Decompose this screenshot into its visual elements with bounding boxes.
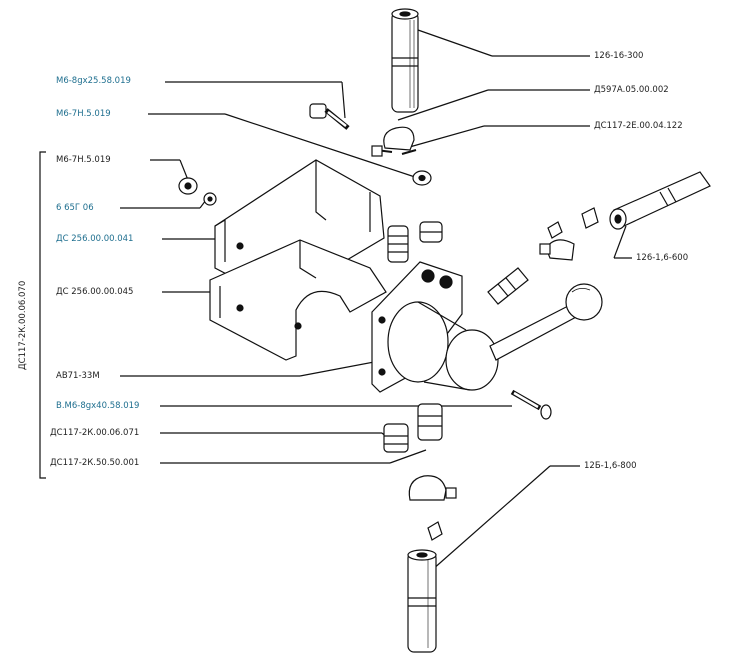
handle-lever (489, 283, 603, 361)
label-bm6-8gx40[interactable]: В.М6-8gх40.58.019 (56, 401, 140, 411)
label-m6-7h-top[interactable]: М6-7Н.5.019 (56, 109, 111, 119)
label-126-16-300: 126-16-300 (594, 51, 644, 61)
label-av71-33m: АВ71-33М (56, 371, 100, 381)
fitting-2 (487, 267, 529, 305)
fitting-1 (387, 225, 409, 263)
label-6-65g-06[interactable]: 6 65Г 06 (56, 203, 94, 213)
label-ds117-001: ДС117-2К.50.50.001 (50, 458, 140, 468)
clamp-right (539, 239, 575, 261)
valve-body (371, 261, 499, 393)
hose-bottom (407, 549, 437, 653)
label-m6-7h-left: М6-7Н.5.019 (56, 155, 111, 165)
clamp-top (371, 126, 417, 157)
hose-top (391, 8, 419, 113)
label-ds256-045: ДС 256.00.00.045 (56, 287, 134, 297)
label-m6-8gx25[interactable]: М6-8gх25.58.019 (56, 76, 131, 86)
label-126-1-6-600: 126-1,6-600 (636, 253, 689, 263)
fitting-lower-2 (417, 403, 443, 441)
clamp-lower (408, 475, 457, 501)
label-ds256-041[interactable]: ДС 256.00.00.041 (56, 234, 134, 244)
hose-right (609, 171, 711, 230)
label-d597a: Д597А.05.00.002 (594, 85, 669, 95)
fitting-lower-1 (383, 423, 409, 453)
label-12b-1-6-800: 12Б-1,6-800 (584, 461, 637, 471)
nut-left (178, 177, 198, 195)
washer-left (203, 192, 217, 206)
nut-top (412, 170, 432, 186)
plug-1 (419, 221, 443, 243)
screw-top (309, 103, 350, 130)
label-ds117-071: ДС117-2К.00.06.071 (50, 428, 140, 438)
bolt-right (510, 389, 552, 420)
group-bracket (39, 151, 46, 479)
group-label: ДС117-2К.00.06.070 (18, 280, 28, 370)
label-ds117-2e: ДС117-2Е.00.04.122 (594, 121, 683, 131)
bracket-lower (209, 239, 387, 361)
clip-lower (427, 521, 443, 541)
clip-right (547, 207, 599, 239)
